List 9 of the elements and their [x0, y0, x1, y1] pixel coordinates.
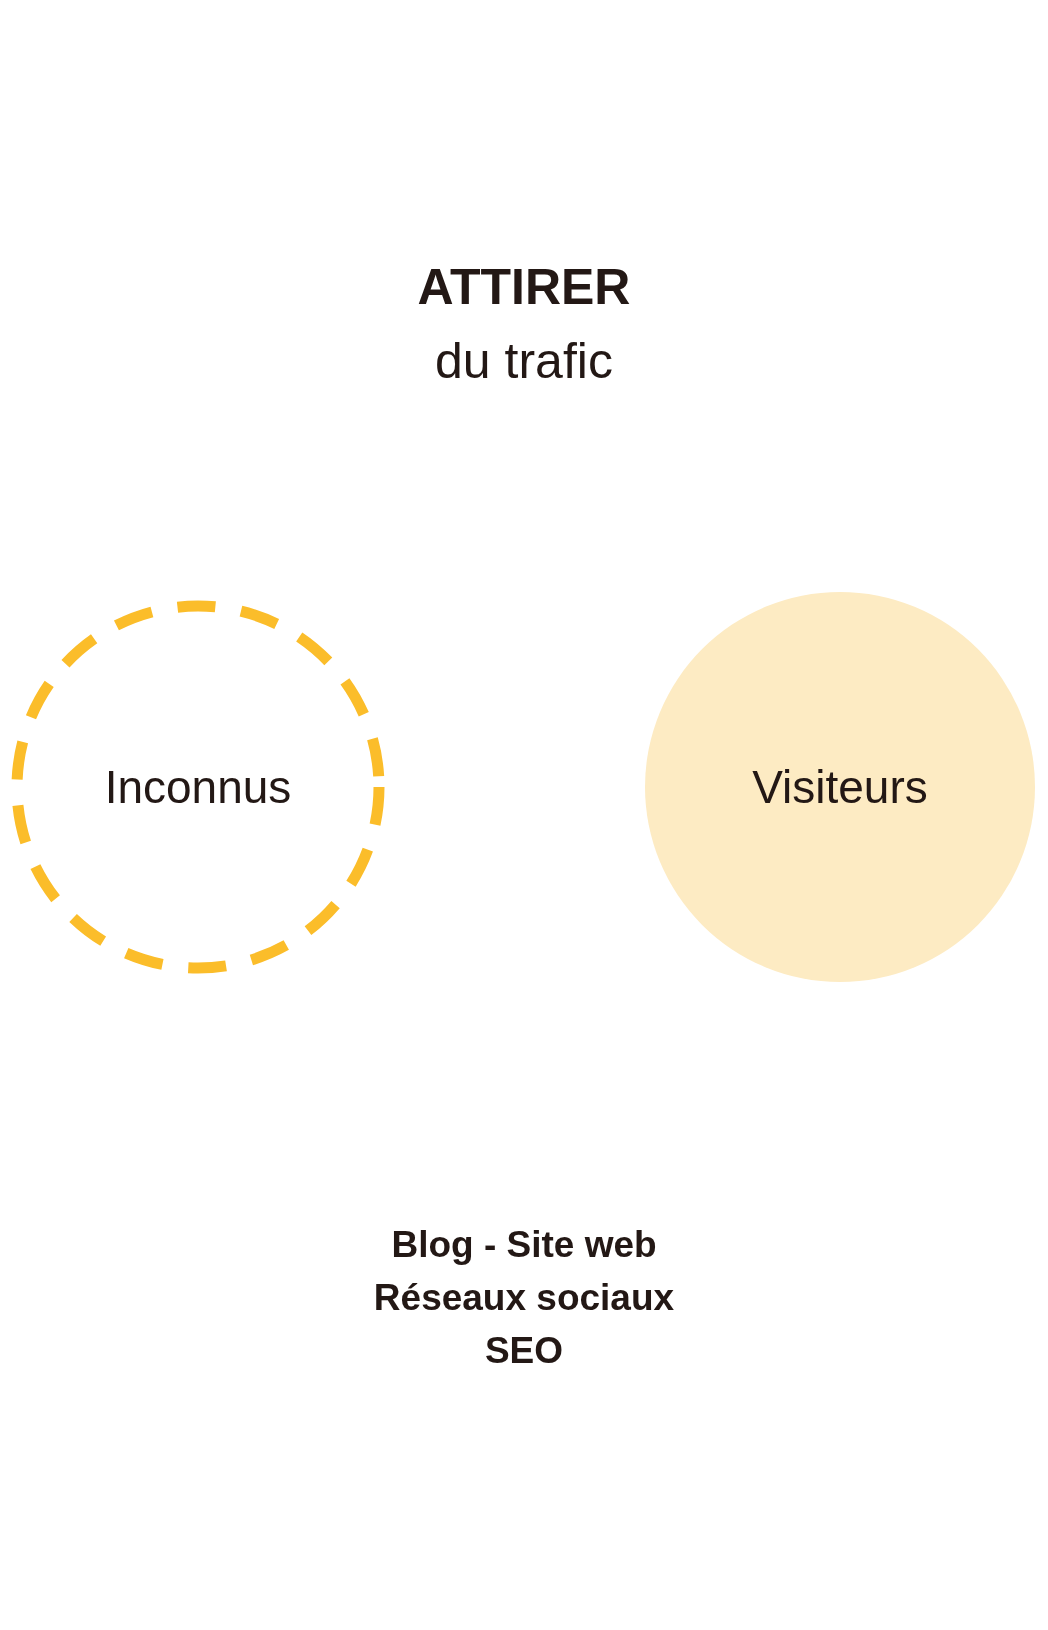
- circle-label: Inconnus: [104, 764, 292, 810]
- circle-label: Visiteurs: [752, 764, 928, 810]
- dashed-circle: [10, 599, 386, 975]
- subtitle: du trafic: [434, 336, 614, 386]
- filled-circle: [645, 592, 1035, 982]
- title: ATTIRER: [416, 262, 632, 312]
- channel-text: SEO: [484, 1329, 564, 1373]
- channel-text: Blog - Site web: [391, 1223, 657, 1267]
- channel-text: Réseaux sociaux: [373, 1276, 675, 1320]
